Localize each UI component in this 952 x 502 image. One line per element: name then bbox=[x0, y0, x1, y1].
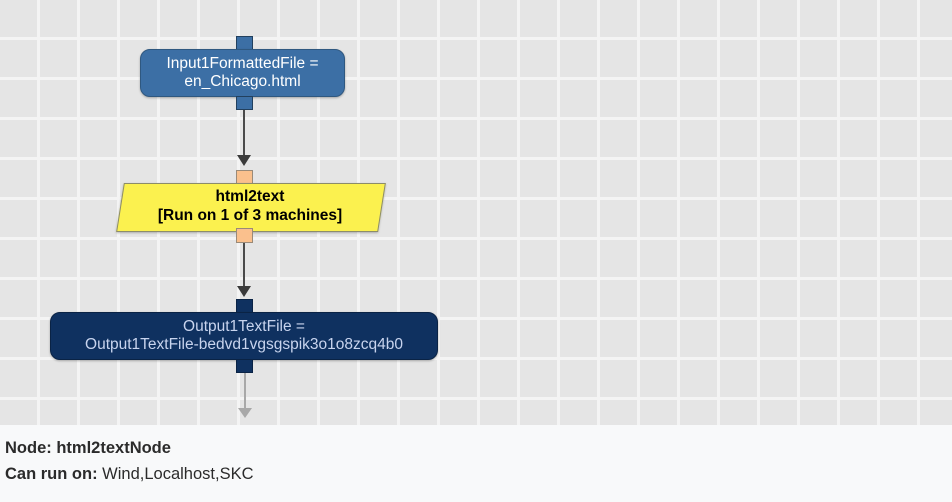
edge-process-to-output bbox=[243, 243, 245, 293]
input-node[interactable]: Input1FormattedFile = en_Chicago.html bbox=[140, 49, 345, 97]
input-node-label-line1: Input1FormattedFile = bbox=[166, 54, 319, 72]
output-node-label-line2: Output1TextFile-bedvd1vgsgspik3o1o8zcq4b… bbox=[85, 336, 403, 353]
output-node-label: Output1TextFile = Output1TextFile-bedvd1… bbox=[85, 318, 403, 355]
status-machines-line: Can run on: Wind,Localhost,SKC bbox=[5, 462, 952, 488]
edge-input-to-process-arrowhead bbox=[237, 155, 251, 166]
process-node-label-line1: html2text bbox=[215, 187, 285, 205]
status-machines-value: Wind,Localhost,SKC bbox=[102, 464, 254, 483]
input-node-label: Input1FormattedFile = en_Chicago.html bbox=[166, 55, 318, 92]
process-node-label-line2: [Run on 1 of 3 machines] bbox=[157, 206, 343, 224]
process-node-bottom-port[interactable] bbox=[236, 228, 253, 243]
edge-output-downstream bbox=[244, 373, 246, 413]
status-machines-key: Can run on: bbox=[5, 464, 98, 483]
status-node-line: Node: html2textNode bbox=[5, 436, 952, 462]
graph-canvas[interactable]: Input1FormattedFile = en_Chicago.html ht… bbox=[0, 0, 952, 425]
status-node-value: html2textNode bbox=[56, 439, 171, 457]
status-node-key: Node: bbox=[5, 439, 52, 457]
edge-input-to-process bbox=[243, 110, 245, 162]
process-node-label: html2text [Run on 1 of 3 machines] bbox=[120, 183, 380, 230]
status-bar: Node: html2textNode Can run on: Wind,Loc… bbox=[0, 425, 952, 502]
edge-process-to-output-arrowhead bbox=[237, 286, 251, 297]
process-node[interactable]: html2text [Run on 1 of 3 machines] bbox=[116, 183, 386, 232]
input-node-top-port[interactable] bbox=[236, 36, 253, 50]
output-node-bottom-port[interactable] bbox=[236, 359, 253, 373]
input-node-bottom-port[interactable] bbox=[236, 96, 253, 110]
input-node-label-line2: en_Chicago.html bbox=[184, 73, 301, 90]
output-node[interactable]: Output1TextFile = Output1TextFile-bedvd1… bbox=[50, 312, 438, 360]
edge-output-downstream-arrowhead bbox=[238, 408, 252, 418]
output-node-label-line1: Output1TextFile = bbox=[183, 317, 305, 335]
output-node-top-port[interactable] bbox=[236, 299, 253, 313]
